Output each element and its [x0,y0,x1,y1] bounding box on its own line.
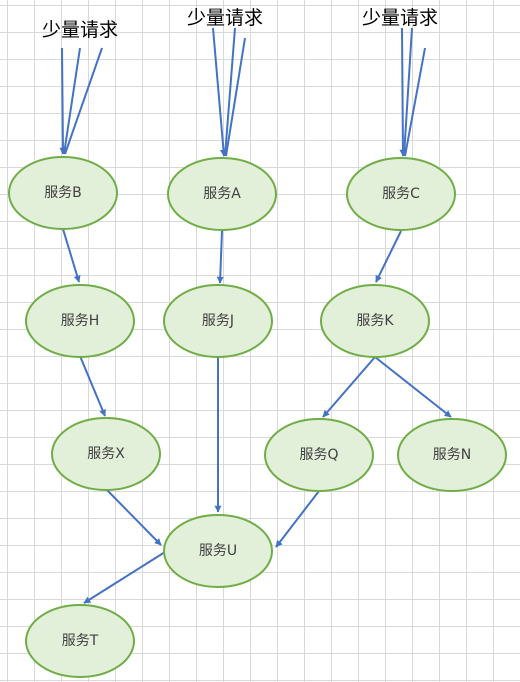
edge-q-u [275,490,320,548]
node-a-label: 服务A [203,186,241,202]
node-c[interactable]: 服务C [346,157,456,231]
edge-u-t [83,551,166,604]
node-t[interactable]: 服务T [25,604,135,678]
edge-a-j [216,230,224,284]
node-n[interactable]: 服务N [397,418,507,492]
node-k[interactable]: 服务K [320,284,430,358]
edge-k-n [374,356,452,418]
node-j[interactable]: 服务J [163,284,273,358]
node-x[interactable]: 服务X [51,417,161,491]
edge-b-h [62,228,81,283]
request-arrows-b [59,47,103,155]
edge-x-u [105,488,162,546]
node-b[interactable]: 服务B [8,156,118,230]
node-a[interactable]: 服务A [167,157,277,231]
node-h-label: 服务H [61,313,100,329]
node-x-label: 服务X [87,446,125,462]
node-h[interactable]: 服务H [25,284,135,358]
edge-h-x [79,355,106,417]
node-q-label: 服务Q [299,447,338,463]
node-c-label: 服务C [382,186,420,202]
edge-c-k [375,230,402,283]
node-q[interactable]: 服务Q [264,418,374,492]
request-label-right: 少量请求 [362,7,438,29]
node-k-label: 服务K [356,313,394,329]
edge-k-q [322,356,376,418]
request-arrows-a [212,27,246,157]
request-label-middle: 少量请求 [187,7,263,29]
node-b-label: 服务B [44,185,82,201]
request-arrows-c [399,27,426,157]
node-n-label: 服务N [433,447,471,463]
node-u-label: 服务U [199,543,237,559]
node-u[interactable]: 服务U [163,514,273,588]
request-label-left: 少量请求 [42,19,118,41]
node-j-label: 服务J [202,313,234,329]
node-t-label: 服务T [62,633,99,649]
